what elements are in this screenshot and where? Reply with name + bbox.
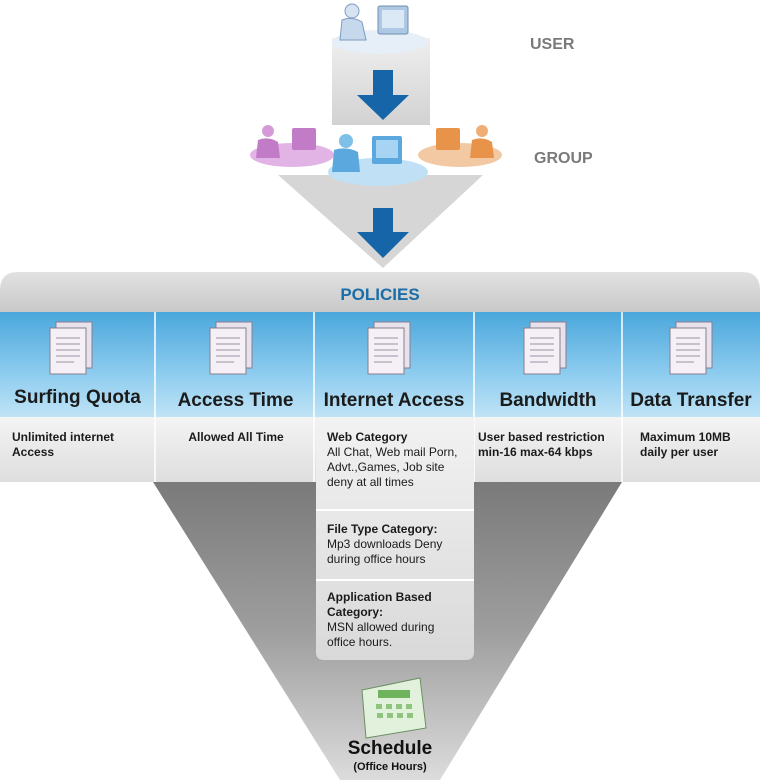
column-description-data-transfer: Maximum 10MB daily per user [640, 430, 731, 459]
policies-bar [0, 272, 760, 312]
document-icon-access-time [209, 321, 253, 375]
document-icon-bandwidth [523, 321, 567, 375]
column-title-internet-access: Internet Access [323, 390, 465, 411]
column-title-access-time: Access Time [177, 390, 294, 411]
column-description-surfing-quota: Unlimited internet Access [12, 430, 115, 459]
application-category-heading: Application Based Category: [327, 590, 432, 619]
document-icon-surfing-quota [49, 321, 93, 375]
column-description-bandwidth: User based restriction min-16 max-64 kbp… [478, 430, 605, 459]
group-label: GROUP [534, 150, 593, 167]
file-type-category-text: Mp3 downloads Deny during office hours [327, 537, 443, 566]
application-category-text: MSN allowed during office hours. [327, 620, 435, 649]
arrow-down-1 [357, 70, 409, 120]
schedule-icon [361, 677, 427, 739]
user-label: USER [530, 36, 575, 53]
document-icon-data-transfer [669, 321, 713, 375]
column-title-data-transfer: Data Transfer [630, 390, 752, 411]
internet-access-section-application: Application Based Category: MSN allowed … [327, 590, 462, 650]
column-title-surfing-quota: Surfing Quota [14, 387, 141, 408]
document-icon-internet-access [367, 321, 411, 375]
group-figure-right [418, 125, 502, 167]
internet-access-section-file-type: File Type Category: Mp3 downloads Deny d… [327, 522, 475, 567]
column-title-bandwidth: Bandwidth [499, 390, 597, 411]
web-category-text: All Chat, Web mail Porn, Advt.,Games, Jo… [327, 445, 458, 489]
schedule-subtitle: (Office Hours) [353, 761, 427, 773]
web-category-heading: Web Category [327, 430, 408, 444]
internet-access-panel [316, 417, 474, 660]
internet-access-section-web: Web Category All Chat, Web mail Porn, Ad… [327, 430, 472, 490]
schedule-title: Schedule [347, 738, 433, 759]
group-figure-left [250, 125, 334, 167]
arrow-down-2 [357, 208, 409, 258]
file-type-category-heading: File Type Category: [327, 522, 438, 536]
user-figure [332, 3, 428, 54]
policies-title: POLICIES [340, 285, 420, 304]
column-description-access-time: Allowed All Time [188, 430, 284, 444]
group-figure-center [328, 134, 428, 186]
